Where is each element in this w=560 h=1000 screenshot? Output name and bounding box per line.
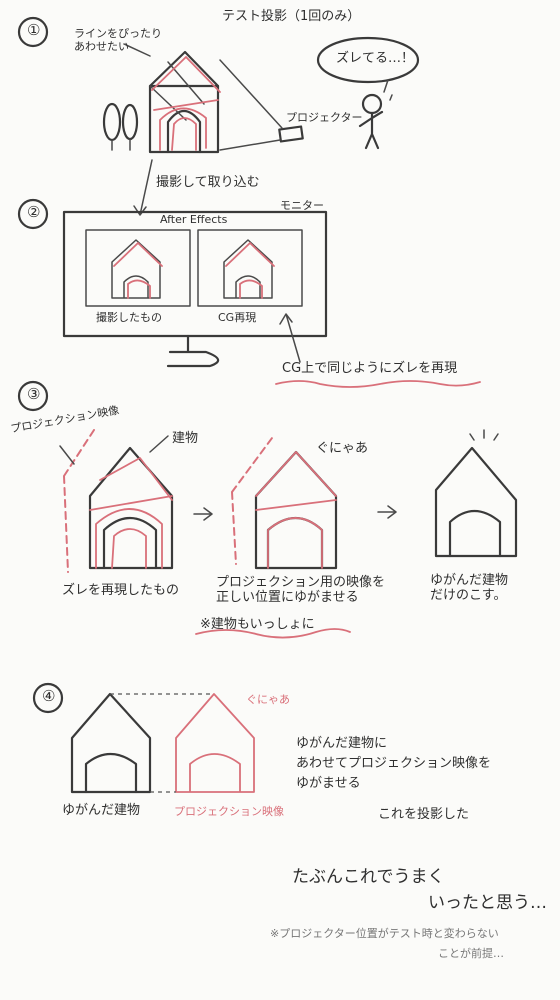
building-1	[88, 446, 174, 570]
note-arrow	[123, 43, 151, 57]
speech-bubble	[316, 36, 420, 84]
monitor-frame	[62, 210, 328, 338]
capture-arrow	[133, 159, 153, 216]
step3-illustration	[17, 380, 518, 639]
step4-number-circle	[32, 682, 64, 714]
warped-building	[70, 692, 152, 794]
alignment-guides	[110, 693, 214, 793]
step3-number: ③	[27, 385, 41, 403]
warped-projection	[175, 693, 255, 793]
projector-icon	[278, 125, 304, 143]
right-panel-caption: CG再現	[218, 311, 257, 324]
conclusion-line-2: いったと思う…	[428, 893, 547, 913]
step-arrow-1	[193, 507, 213, 521]
step1-speech-text: ズレてる…！	[336, 51, 415, 66]
step1-number-circle	[17, 16, 49, 48]
wavy-underline	[275, 380, 481, 388]
tree-icon	[121, 103, 139, 141]
app-title: After Effects	[160, 213, 228, 226]
step1-line-note: ラインをぴったり あわせたい	[74, 27, 162, 53]
wavy-underline	[195, 628, 351, 639]
reproduce-note: CG上で同じようにズレを再現	[282, 361, 458, 376]
projection-outline-1	[63, 429, 95, 573]
capture-label: 撮影して取り込む	[156, 175, 260, 190]
monitor-stand	[166, 334, 220, 368]
tree-icon	[102, 102, 122, 142]
warp-sound: ぐにゃあ	[316, 441, 369, 456]
step3-caption-3: ゆがんだ建物 だけのこす。	[430, 573, 509, 603]
right-panel	[197, 229, 303, 307]
step4-right-caption: プロジェクション映像	[174, 805, 284, 818]
step-arrow-2	[377, 505, 397, 519]
step4-left-caption: ゆがんだ建物	[62, 803, 141, 818]
step1-projection-misaligned	[151, 56, 221, 151]
monitor-label: モニター	[280, 199, 324, 212]
step2-number: ②	[27, 203, 41, 221]
step4-illustration	[32, 682, 255, 794]
step4-warp-sound: ぐにゃあ	[246, 693, 290, 706]
projection-outline-2	[231, 437, 273, 565]
step1-building-roof	[148, 50, 220, 88]
step4-done: これを投影した	[378, 807, 470, 822]
projector-beam	[219, 59, 283, 151]
step1-illustration	[17, 16, 420, 154]
step2-number-circle	[17, 198, 49, 230]
step1-number: ①	[27, 21, 41, 39]
conclusion-line-1: たぶんこれでうまく	[292, 867, 445, 887]
step3-caption-2: プロジェクション用の映像を 正しい位置にゆがませる	[216, 575, 386, 605]
footnote-line-1: ※プロジェクター位置がテスト時と変わらない	[270, 927, 499, 940]
building-3	[434, 446, 518, 558]
reproduce-arrow	[279, 313, 301, 363]
building-label: 建物	[172, 431, 199, 446]
step1-title: テスト投影（1回のみ）	[222, 9, 361, 24]
step3-note: ※建物もいっしょに	[200, 617, 315, 632]
footnote-line-2: ことが前提…	[438, 947, 504, 960]
person-icon	[361, 93, 383, 115]
left-panel-caption: 撮影したもの	[96, 311, 162, 324]
step3-number-circle	[17, 380, 49, 412]
step3-caption-1: ズレを再現したもの	[62, 583, 180, 598]
step4-explanation: ゆがんだ建物に あわせてプロジェクション映像を ゆがませる	[296, 736, 492, 792]
step2-illustration	[17, 198, 481, 388]
projector-label: プロジェクター	[286, 111, 363, 124]
left-panel	[85, 229, 191, 307]
step1-building-arch	[166, 109, 202, 154]
step1-building-body	[148, 84, 220, 154]
step4-number: ④	[42, 687, 56, 705]
